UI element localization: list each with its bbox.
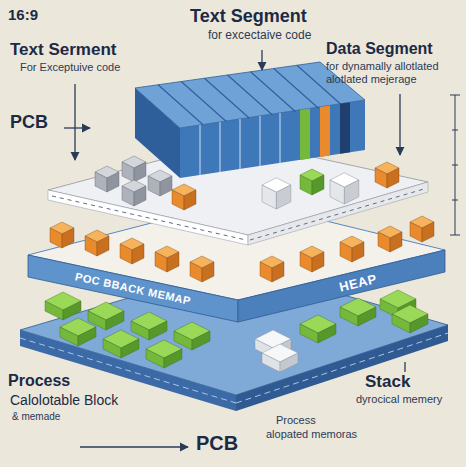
- leader-arrow: [80, 446, 188, 447]
- green-slab: [60, 318, 96, 346]
- green-slab: [392, 305, 428, 333]
- segment-heading: Text Serment: [10, 40, 116, 60]
- process-heading: Process: [8, 372, 70, 390]
- segment-caption: for excectaive code: [208, 29, 311, 43]
- band-face: [238, 250, 445, 322]
- pcb-label: PCB: [196, 432, 238, 455]
- orange-cube: [378, 226, 402, 252]
- grey-cube: [95, 166, 119, 192]
- process-caption: Calolotable Block: [10, 392, 118, 408]
- white-slab: [262, 344, 298, 372]
- block-stripes: [158, 65, 342, 125]
- stack-caption: dyrocical memery: [356, 393, 442, 406]
- process-note: & memade: [12, 411, 60, 423]
- orange-cube: [340, 236, 364, 262]
- orange-cube: [172, 184, 196, 210]
- orange-cube: [85, 230, 109, 256]
- block-strip: [320, 105, 330, 156]
- leader-arrow: [261, 50, 262, 70]
- green-slab: [300, 315, 336, 343]
- grey-cube: [122, 156, 146, 182]
- band-face: [28, 255, 238, 322]
- green-cube: [300, 169, 324, 195]
- orange-cube: [300, 246, 324, 272]
- segment-heading: Text Segment: [190, 6, 307, 27]
- process-caption: Process: [276, 414, 316, 427]
- block-strip: [300, 108, 310, 159]
- orange-cube: [190, 256, 214, 282]
- orange-cube: [375, 162, 399, 188]
- orange-cube: [410, 216, 434, 242]
- segment-caption: for dynamally allotlated alotlated mejer…: [326, 60, 458, 85]
- leader-lines: [64, 50, 405, 447]
- white-cube: [262, 178, 291, 209]
- segment-caption: For Exceptuive code: [20, 61, 120, 74]
- block-strip: [340, 102, 350, 154]
- leader-arrow: [64, 127, 90, 128]
- band-shape: [28, 248, 446, 324]
- plate-front: [48, 190, 248, 245]
- green-slab: [45, 292, 81, 320]
- process-caption: alopated memoras: [266, 428, 357, 441]
- leader-arrow: [399, 94, 400, 155]
- orange-cube: [260, 256, 284, 282]
- grey-cube: [122, 180, 146, 206]
- block-stripes: [200, 113, 280, 175]
- segment-heading: Data Segment: [326, 40, 433, 58]
- green-slab: [174, 322, 210, 350]
- orange-cube: [155, 246, 179, 272]
- green-slab: [340, 298, 376, 326]
- green-slab: [146, 340, 182, 368]
- plate-stripe: [52, 196, 246, 240]
- green-slab: [103, 330, 139, 358]
- scale-bar: [450, 95, 460, 235]
- pcb-label: PCB: [10, 112, 48, 133]
- plate-front: [236, 325, 448, 411]
- grey-cube: [148, 170, 172, 196]
- orange-cube: [120, 238, 144, 264]
- leader-arrow: [74, 84, 75, 160]
- memory-band: POC BBACK MEMAPHEAP: [28, 248, 446, 324]
- green-slab: [131, 312, 167, 340]
- aspect-ratio: 16:9: [8, 6, 38, 23]
- leader-line: [404, 362, 405, 372]
- white-cube: [330, 173, 359, 204]
- stack-heading: Stack: [365, 372, 410, 392]
- orange-cube: [50, 222, 74, 248]
